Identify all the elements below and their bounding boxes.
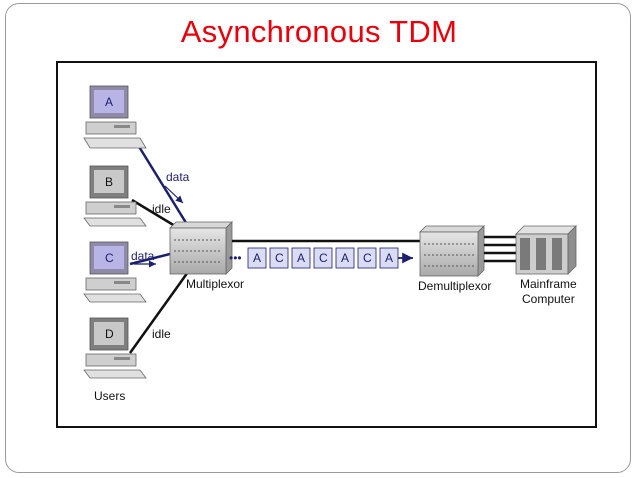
computer-label-c: C: [105, 251, 114, 265]
computer-d: D: [83, 317, 147, 379]
stream-cell-label: A: [253, 251, 261, 265]
computer-label-b: B: [105, 175, 113, 189]
stream-cell-label: A: [385, 251, 393, 265]
line-user-a: [136, 144, 190, 227]
slide-title: Asynchronous TDM: [180, 14, 458, 49]
demultiplexor-label: Demultiplexor: [418, 279, 491, 293]
stream-cell: [291, 247, 311, 269]
users-label: Users: [94, 389, 125, 403]
stream-cell-label: C: [319, 251, 328, 265]
data-arrow-a: [164, 185, 184, 204]
mainframe-label-line2: Computer: [522, 292, 575, 306]
stream-cell-label: C: [363, 251, 372, 265]
stream-cell: [335, 247, 355, 269]
stream-cell-label: C: [275, 251, 284, 265]
computer-b: B: [83, 165, 147, 227]
stream-ellipsis: •••: [229, 251, 242, 265]
stream-cell: [269, 247, 289, 269]
stream-cell: [247, 247, 267, 269]
mainframe-label-line1: Mainframe: [520, 277, 577, 291]
stream-cell: [313, 247, 333, 269]
label-idle-d: idle: [152, 327, 171, 341]
mainframe-computer: [515, 225, 577, 275]
line-user-d: [128, 271, 190, 354]
stream-cell: [357, 247, 377, 269]
stream-cell-label: A: [297, 251, 305, 265]
label-data-c: data: [131, 249, 155, 263]
label-idle-b: idle: [152, 202, 171, 216]
label-data-a: data: [166, 170, 190, 184]
computer-c: C: [83, 241, 147, 303]
stream-cell-label: A: [341, 251, 349, 265]
multiplexor-device: [169, 221, 233, 275]
demultiplexor-device: [419, 225, 485, 277]
computer-label-a: A: [105, 95, 113, 109]
computer-label-d: D: [105, 327, 114, 341]
stream-cells: A C A C A C A: [247, 247, 399, 269]
computer-a: A: [83, 85, 147, 149]
multiplexor-label: Multiplexor: [186, 277, 244, 291]
